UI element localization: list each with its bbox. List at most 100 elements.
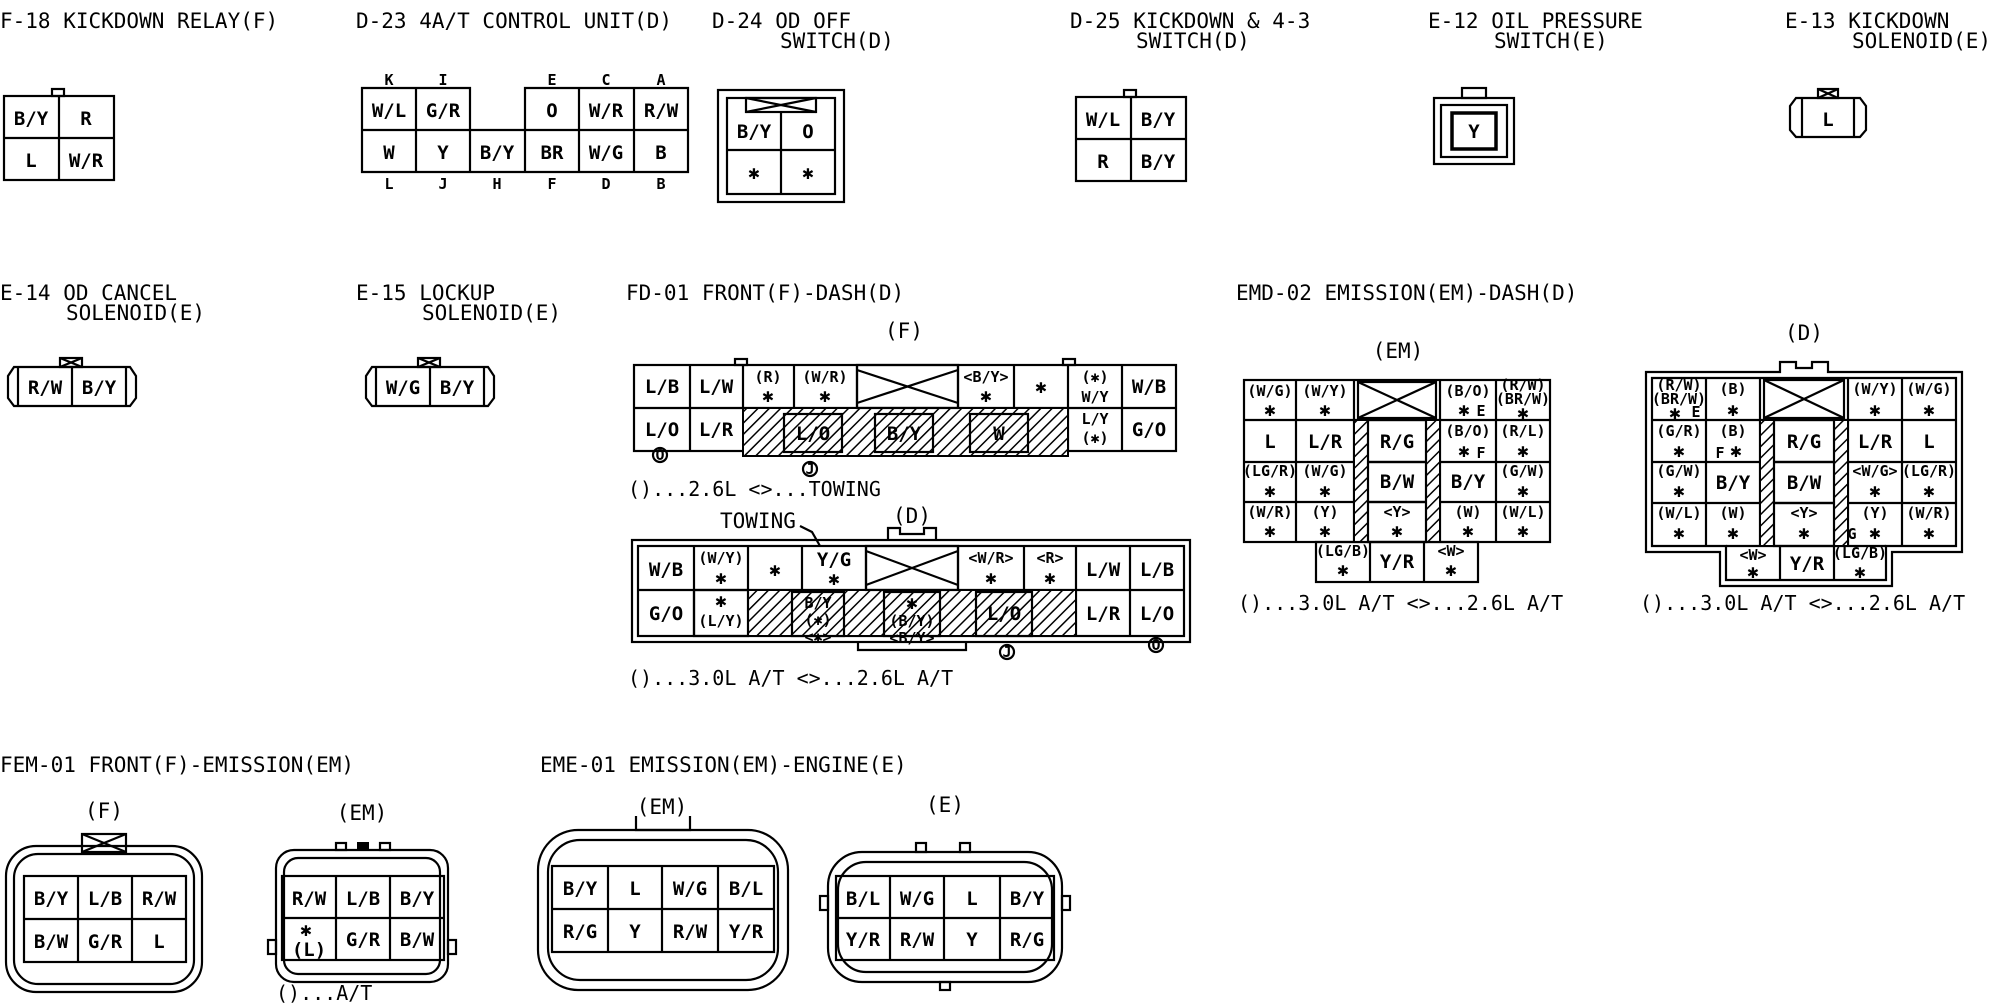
connector-f18: F-18 KICKDOWN RELAY(F) B/Y R L W/R — [0, 9, 278, 182]
fd01-d-star-4: ✱ — [828, 568, 839, 590]
d23-pin-h: B/Y — [480, 142, 515, 164]
connector-e15: E-15 LOCKUP SOLENOID(E) W/G B/Y — [356, 281, 561, 408]
fd01-d-pin-13: (B/Y) — [889, 612, 934, 630]
fem01-f-pin-5: G/R — [88, 931, 123, 953]
eme01-em-side: B/Y L W/G B/L R/G Y R/W Y/R — [536, 816, 790, 992]
fd01-d-pin-17: L/O — [1140, 603, 1174, 625]
emd02-d-pin-5: (W/G) — [1906, 380, 1951, 398]
e12-title-line-1: E-12 OIL PRESSURE — [1428, 9, 1643, 33]
eme01-e-label: (E) — [926, 793, 964, 817]
eme01-e-pin-2: W/G — [900, 888, 934, 910]
fem01-em-pin-1: R/W — [292, 888, 327, 910]
fem01-f-side: B/Y L/B R/W B/W G/R L — [4, 832, 204, 994]
fd01-f-pin-13: W — [993, 423, 1005, 445]
emd02-em-star-10: ✱ — [1517, 440, 1528, 462]
fd01-d-pin-16: L/R — [1086, 603, 1121, 625]
emd02-d-note: ()...3.0L A/T <>...2.6L A/T — [1640, 591, 1965, 615]
emd02-d-star-16: ✱ — [1673, 522, 1684, 544]
fem01-f-pin-3: R/W — [142, 888, 177, 910]
emd02-d-pin-13: B/W — [1787, 472, 1822, 494]
emd02-em-star-3: ✱ — [1458, 399, 1469, 421]
d25-pin-1: W/L — [1086, 109, 1120, 131]
emd02-d-letter-e: E — [1691, 403, 1700, 421]
fd01-towing-label: TOWING — [720, 509, 796, 533]
eme01-em-pin-2: L — [629, 878, 640, 900]
emd02-em-star-23: ✱ — [1445, 559, 1456, 581]
fd01-d-star-3: ✱ — [769, 559, 780, 581]
fd01-d-pin-8: G/O — [649, 603, 683, 625]
eme01-title: EME-01 EMISSION(EM)-ENGINE(E) — [540, 753, 907, 777]
fem01-note: ()...A/T — [276, 981, 372, 1005]
emd02-em-label: (EM) — [1373, 339, 1424, 363]
emd02-em-pin-7: L/R — [1308, 431, 1343, 453]
fd01-title: FD-01 FRONT(F)-DASH(D) — [626, 281, 904, 305]
emd02-d-pin-20: (W/R) — [1906, 504, 1951, 522]
connector-e14: E-14 OD CANCEL SOLENOID(E) R/W B/Y — [0, 281, 205, 408]
emd02-em-pin-8: R/G — [1380, 431, 1414, 453]
e15-pin-2: B/Y — [440, 377, 475, 399]
e13-title-line-1: E-13 KICKDOWN — [1785, 9, 1949, 33]
fd01-f-pin-3: (R) — [754, 368, 781, 386]
emd02-d-pin-6: (G/R) — [1656, 422, 1701, 440]
fd01-f-label: (F) — [885, 319, 923, 343]
emd02-d-star-14: ✱ — [1869, 480, 1880, 502]
emd02-d-pin-3: (B) — [1719, 380, 1746, 398]
d23-bottom-letter-d: D — [601, 175, 610, 193]
e15-title-line-1: E-15 LOCKUP — [356, 281, 495, 305]
emd02-em-pin-16: (W/R) — [1247, 503, 1292, 521]
e13-pin-1: L — [1822, 109, 1833, 131]
emd02-em-star-20: ✱ — [1517, 520, 1528, 542]
fem01-em-label: (EM) — [337, 801, 388, 825]
d23-pin-l: W — [383, 142, 395, 164]
emd02-d-star-17: ✱ — [1727, 522, 1738, 544]
e14-title-line-1: E-14 OD CANCEL — [0, 281, 177, 305]
d25-pin-4: B/Y — [1141, 151, 1176, 173]
emd02-d-pin-9: L/R — [1858, 431, 1893, 453]
fd01-f-star-6: ✱ — [1035, 376, 1046, 398]
e15-title-line-2: SOLENOID(E) — [422, 301, 561, 325]
fd01-f-pin-12: B/Y — [887, 423, 922, 445]
e14-pin-1: R/W — [28, 377, 63, 399]
eme01-e-pin-5: Y/R — [846, 929, 881, 951]
emd02-d-star-1: ✱ — [1669, 402, 1680, 424]
emd02-em-pin-14: B/Y — [1451, 471, 1486, 493]
emd02-d-letter-f: F — [1715, 444, 1724, 462]
emd02-d-pin-18: <Y> — [1790, 504, 1817, 522]
fd01-d-star-2: ✱ — [715, 567, 726, 589]
emd02-d-pin-11: (G/W) — [1656, 462, 1701, 480]
f18-pin-3: L — [25, 150, 36, 172]
emd02-d-pin-17: (W) — [1719, 504, 1746, 522]
fd01-f-star-5: ✱ — [980, 385, 991, 407]
eme01-e-side: B/L W/G L B/Y Y/R R/W Y R/G — [818, 841, 1072, 992]
connector-d25: D-25 KICKDOWN & 4-3 SWITCH(D) W/L B/Y R … — [1070, 9, 1310, 183]
emd02-d-pin-15: (LG/R) — [1902, 462, 1956, 480]
fd01-d-pin-15: L/O — [987, 603, 1021, 625]
d24-title-line-1: D-24 OD OFF — [712, 9, 851, 33]
emd02-em-pin-5: (BR/W) — [1496, 390, 1550, 408]
fd01-d-pin-2: (W/Y) — [698, 549, 743, 567]
fd01-d-pin-10: B/Y — [804, 594, 831, 612]
emd02-d-pin-21: <W> — [1739, 546, 1766, 564]
fd01-d-star-6: ✱ — [1044, 567, 1055, 589]
fd01-f-marker-o: O — [655, 446, 664, 464]
connector-fem01: FEM-01 FRONT(F)-EMISSION(EM) (F) (EM) B/… — [0, 753, 458, 1005]
emd02-em-side: (W/G) ✱ (W/Y) ✱ (B/O) ✱ E (R/W) (BR/W) ✱… — [1242, 376, 1552, 584]
eme01-e-pin-4: B/Y — [1010, 888, 1045, 910]
emd02-em-pin-13: B/W — [1380, 471, 1415, 493]
fem01-em-star-4: ✱ — [300, 919, 311, 941]
emd02-em-letter-e1: E — [1476, 402, 1485, 420]
f18-pin-2: R — [80, 108, 92, 130]
fd01-d-side: W/B (W/Y) ✱ ✱ Y/G ✱ <W/R> ✱ <R> ✱ L/W L/… — [630, 526, 1192, 661]
d25-title-line-2: SWITCH(D) — [1136, 29, 1250, 53]
d23-pin-i: G/R — [426, 100, 461, 122]
emd02-em-pin-1: (W/G) — [1247, 382, 1292, 400]
emd02-d-star-4: ✱ — [1869, 399, 1880, 421]
eme01-em-pin-7: R/W — [673, 921, 708, 943]
fd01-d-pin-1: W/B — [649, 559, 683, 581]
d24-title-line-2: SWITCH(D) — [780, 29, 894, 53]
eme01-em-pin-1: B/Y — [563, 878, 598, 900]
emd02-em-star-17: ✱ — [1319, 520, 1330, 542]
f18-pin-4: W/R — [69, 150, 104, 172]
eme01-em-label: (EM) — [637, 795, 688, 819]
eme01-em-pin-4: B/L — [729, 878, 763, 900]
